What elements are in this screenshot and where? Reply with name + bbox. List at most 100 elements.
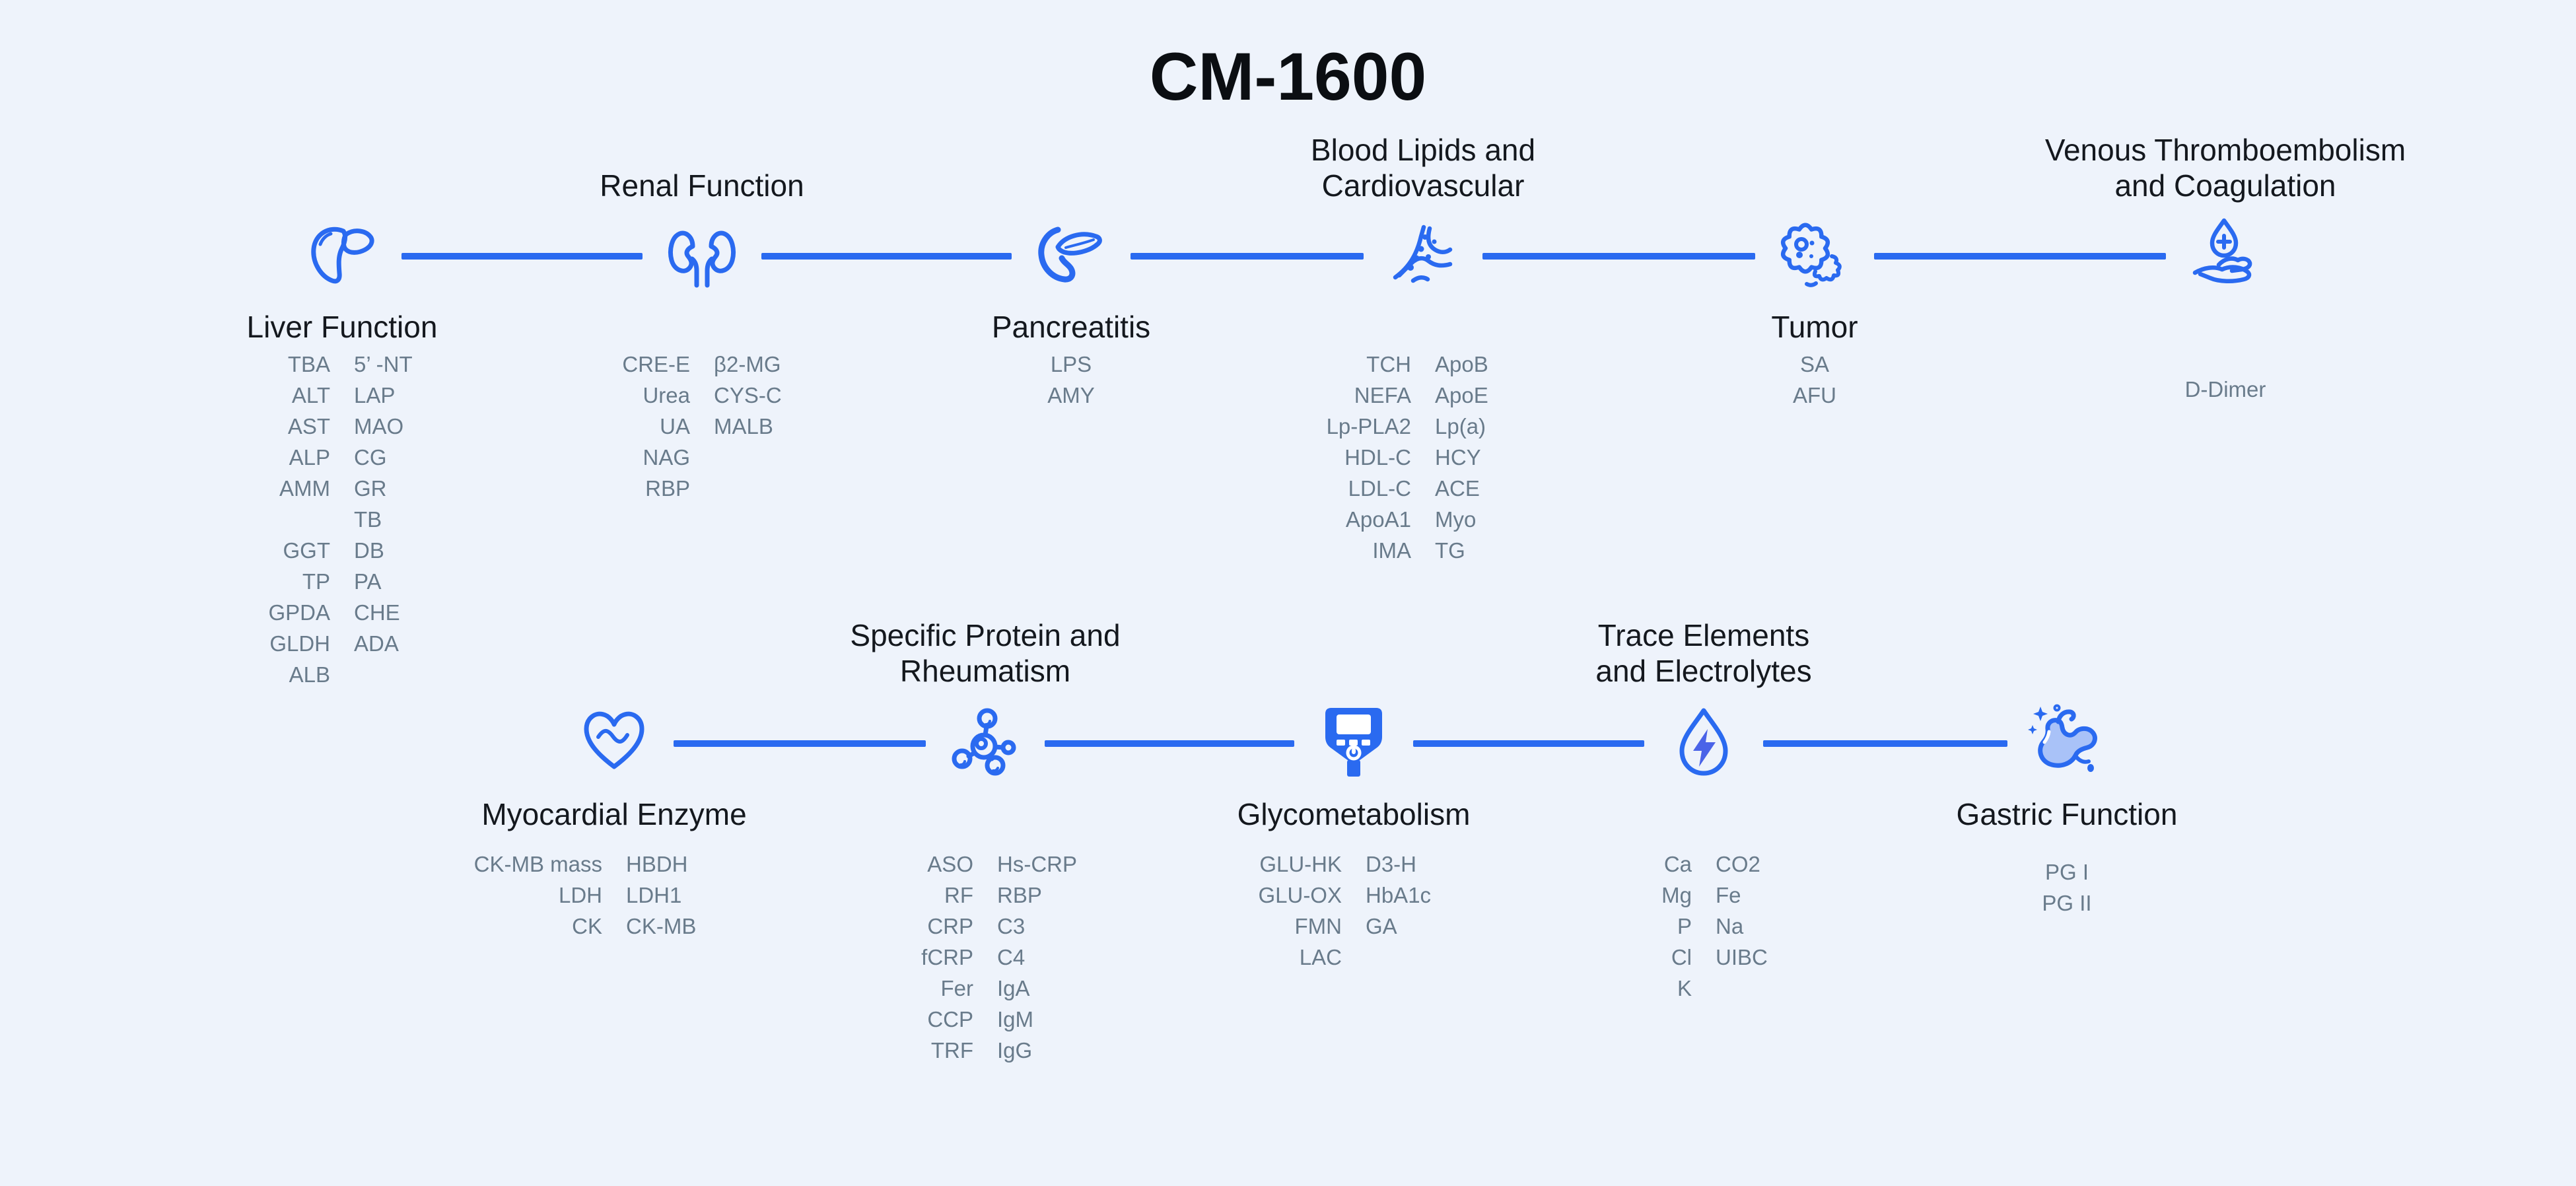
test-item: CK-MB [626, 914, 697, 938]
test-item: GLU-OX [1258, 883, 1342, 907]
connector-line [1874, 253, 2166, 260]
test-item: ApoA1 [1345, 507, 1411, 532]
test-item: β2-MG [714, 352, 781, 376]
test-item: RF [944, 883, 973, 907]
category-title-line: Pancreatitis [991, 310, 1151, 344]
connector-line [1131, 253, 1364, 260]
test-item: LDH [558, 883, 602, 907]
test-item: ALT [291, 383, 330, 407]
test-item: CRE-E [622, 352, 690, 376]
test-item: CK [572, 914, 602, 938]
category-tests: D-Dimer [2040, 374, 2410, 405]
test-item: UA [660, 414, 690, 438]
category-title-line: and Electrolytes [1595, 654, 1812, 688]
molecule-icon [946, 704, 1025, 783]
connector-line [1482, 253, 1755, 260]
test-item [157, 504, 330, 535]
category-title-line: Cardiovascular [1321, 168, 1525, 203]
test-item: GPDA [268, 600, 330, 625]
test-item: D3-H [1366, 852, 1417, 876]
test-column: PG I PG II [1882, 856, 2252, 919]
test-item: P [1677, 914, 1692, 938]
test-item: UIBC [1716, 945, 1768, 969]
pancreas-icon [1031, 217, 1111, 296]
category-title-line: Trace Elements [1597, 618, 1810, 652]
test-item: TP [302, 569, 330, 594]
test-item: K [1677, 976, 1692, 1000]
category-title-line: Blood Lipids and [1310, 133, 1536, 167]
page-title: CM-1600 [1149, 39, 1427, 114]
test-item: LPS [1050, 352, 1092, 376]
test-item: Na [1716, 914, 1744, 938]
test-item: fCRP [921, 945, 973, 969]
test-item: IgG [997, 1038, 1033, 1063]
test-item: GLU-HK [1259, 852, 1342, 876]
test-item: HCY [1435, 445, 1481, 470]
test-item: Myo [1435, 507, 1477, 532]
category-title: Tumor [1603, 309, 2026, 345]
blood-vessel-icon [1383, 217, 1463, 296]
category-title-line: and Coagulation [2114, 168, 2336, 203]
category-title: Glycometabolism [1142, 796, 1565, 832]
test-item: 5’ -NT [354, 352, 413, 376]
connector-line [1763, 740, 2007, 747]
test-item: GR [354, 476, 387, 501]
test-item: IMA [1372, 538, 1411, 563]
test-item: CO2 [1716, 852, 1760, 876]
category-title-line: Myocardial Enzyme [481, 797, 747, 831]
test-item: D-Dimer [2184, 377, 2266, 401]
kidneys-icon [662, 217, 742, 296]
test-item: CHE [354, 600, 400, 625]
category-title: Myocardial Enzyme [403, 796, 825, 832]
test-item: RBP [997, 883, 1042, 907]
test-item: RBP [645, 476, 690, 501]
test-item: Mg [1661, 883, 1692, 907]
test-item: Fer [940, 976, 974, 1000]
test-item: HDL-C [1344, 445, 1411, 470]
category-title: Gastric Function [1856, 796, 2278, 832]
test-item: NAG [643, 445, 690, 470]
test-item: TRF [930, 1038, 973, 1063]
category-tests: PG I PG II [1882, 856, 2252, 919]
test-item: CYS-C [714, 383, 782, 407]
test-item: LDH1 [626, 883, 682, 907]
connector-line [674, 740, 926, 747]
test-item: ADA [354, 631, 399, 656]
test-item: GGT [283, 538, 331, 563]
test-item: TCH [1366, 352, 1411, 376]
test-item: PG II [2042, 891, 2092, 915]
test-item: TB [354, 507, 382, 532]
test-item: PG I [2044, 860, 2089, 884]
test-item: ASO [927, 852, 973, 876]
test-item: CG [354, 445, 387, 470]
category-title: Liver Function [131, 309, 553, 345]
test-column: D-Dimer [2040, 374, 2410, 405]
tumor-cell-icon [1775, 217, 1854, 296]
test-item: Lp(a) [1435, 414, 1486, 438]
test-item: LAC [1299, 945, 1342, 969]
category-title-line: Renal Function [600, 168, 804, 203]
connector-line [761, 253, 1012, 260]
test-item: PA [354, 569, 382, 594]
test-item: TG [1435, 538, 1465, 563]
